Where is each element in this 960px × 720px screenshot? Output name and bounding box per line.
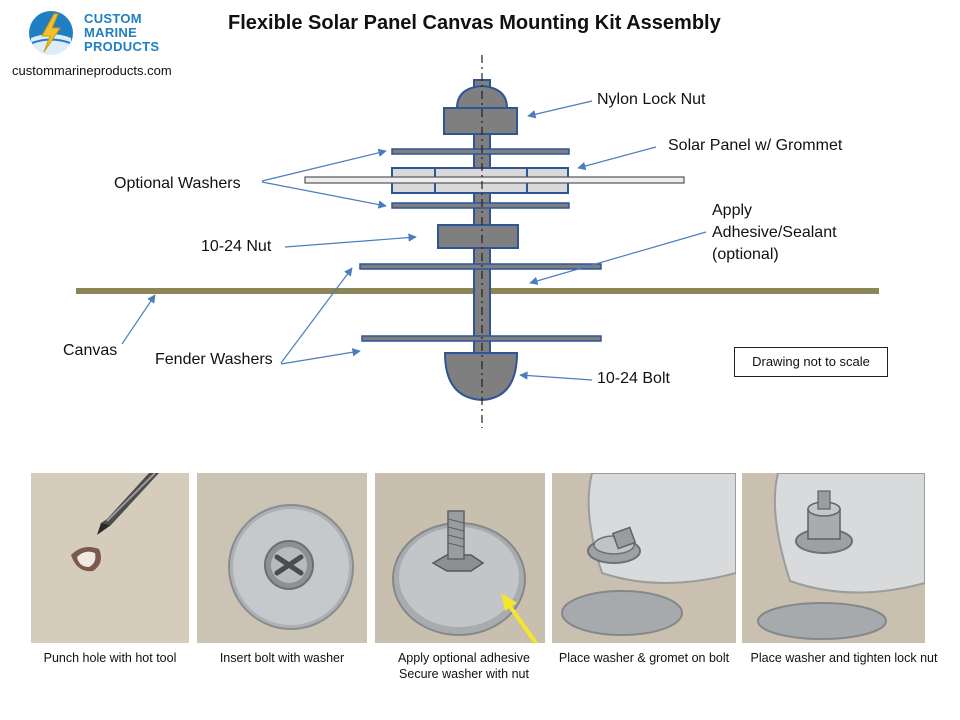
logo-line-3: PRODUCTS	[84, 39, 160, 54]
step-caption-3-line-1: Apply optional adhesive	[397, 651, 531, 665]
step-photo-1	[31, 473, 189, 643]
label-adhesive-line-2: Adhesive/Sealant	[712, 224, 837, 241]
label-fender-washers: Fender Washers	[155, 351, 273, 368]
arrow-canvas	[121, 294, 156, 345]
step-photo-4	[552, 473, 736, 643]
website-url: custommarineproducts.com	[12, 63, 172, 78]
label-optional-washers: Optional Washers	[114, 175, 241, 192]
label-nut: 10-24 Nut	[201, 238, 272, 255]
bolt-head	[443, 352, 519, 402]
arrow-adhesive	[529, 231, 707, 285]
lock-nut	[443, 107, 518, 135]
step-caption-3-line-2: Secure washer with nut	[399, 667, 529, 681]
arrow-bolt	[519, 371, 593, 381]
arrow-optional-washer-bottom	[261, 181, 387, 209]
logo-text: CUSTOM MARINE PRODUCTS	[84, 12, 159, 54]
label-adhesive-line-3: (optional)	[712, 246, 779, 263]
label-bolt: 10-24 Bolt	[597, 370, 670, 387]
arrow-lock-nut	[527, 100, 593, 119]
step-caption-4: Place washer & gromet on bolt	[558, 651, 730, 665]
solar-panel	[304, 176, 685, 184]
step-caption-2: Insert bolt with washer	[219, 651, 345, 665]
step-caption-1: Punch hole with hot tool	[43, 651, 177, 665]
step-caption-3: Apply optional adhesive Secure washer wi…	[375, 650, 553, 682]
hot-tool-hole-image	[31, 473, 189, 643]
scale-note: Drawing not to scale	[734, 347, 888, 377]
optional-washer-top	[391, 148, 570, 155]
label-adhesive: Apply Adhesive/Sealant (optional)	[712, 200, 837, 266]
logo-line-2: MARINE	[84, 25, 138, 40]
hex-nut	[437, 224, 519, 249]
step-photo-5	[742, 473, 925, 643]
step-caption-5: Place washer and tighten lock nut	[750, 651, 938, 665]
step-photo-2	[197, 473, 367, 643]
arrow-nut	[284, 233, 417, 248]
logo-line-1: CUSTOM	[84, 11, 142, 26]
arrow-fender-washer-top	[280, 267, 353, 364]
label-nylon-lock-nut: Nylon Lock Nut	[597, 91, 706, 108]
optional-washer-bottom	[391, 202, 570, 209]
step-photo-3	[375, 473, 545, 643]
label-solar-panel: Solar Panel w/ Grommet	[668, 137, 843, 154]
page-title: Flexible Solar Panel Canvas Mounting Kit…	[228, 12, 721, 34]
label-adhesive-line-1: Apply	[712, 202, 753, 219]
arrow-fender-washer-bottom	[280, 348, 361, 365]
arrow-optional-washer-top	[261, 148, 387, 182]
assembly-diagram	[76, 55, 879, 428]
logo	[22, 8, 80, 63]
bolt-with-washer-image	[197, 473, 367, 643]
fender-washer-top	[359, 263, 602, 270]
lock-nut-tightened-image	[742, 473, 925, 643]
washer-with-nut-image	[375, 473, 545, 643]
label-canvas: Canvas	[63, 342, 118, 359]
yellow-pointer-arrow	[507, 603, 539, 643]
arrow-solar-panel	[577, 146, 657, 171]
sun-bolt-logo-icon	[29, 11, 73, 55]
grommet-on-bolt-image	[552, 473, 736, 643]
